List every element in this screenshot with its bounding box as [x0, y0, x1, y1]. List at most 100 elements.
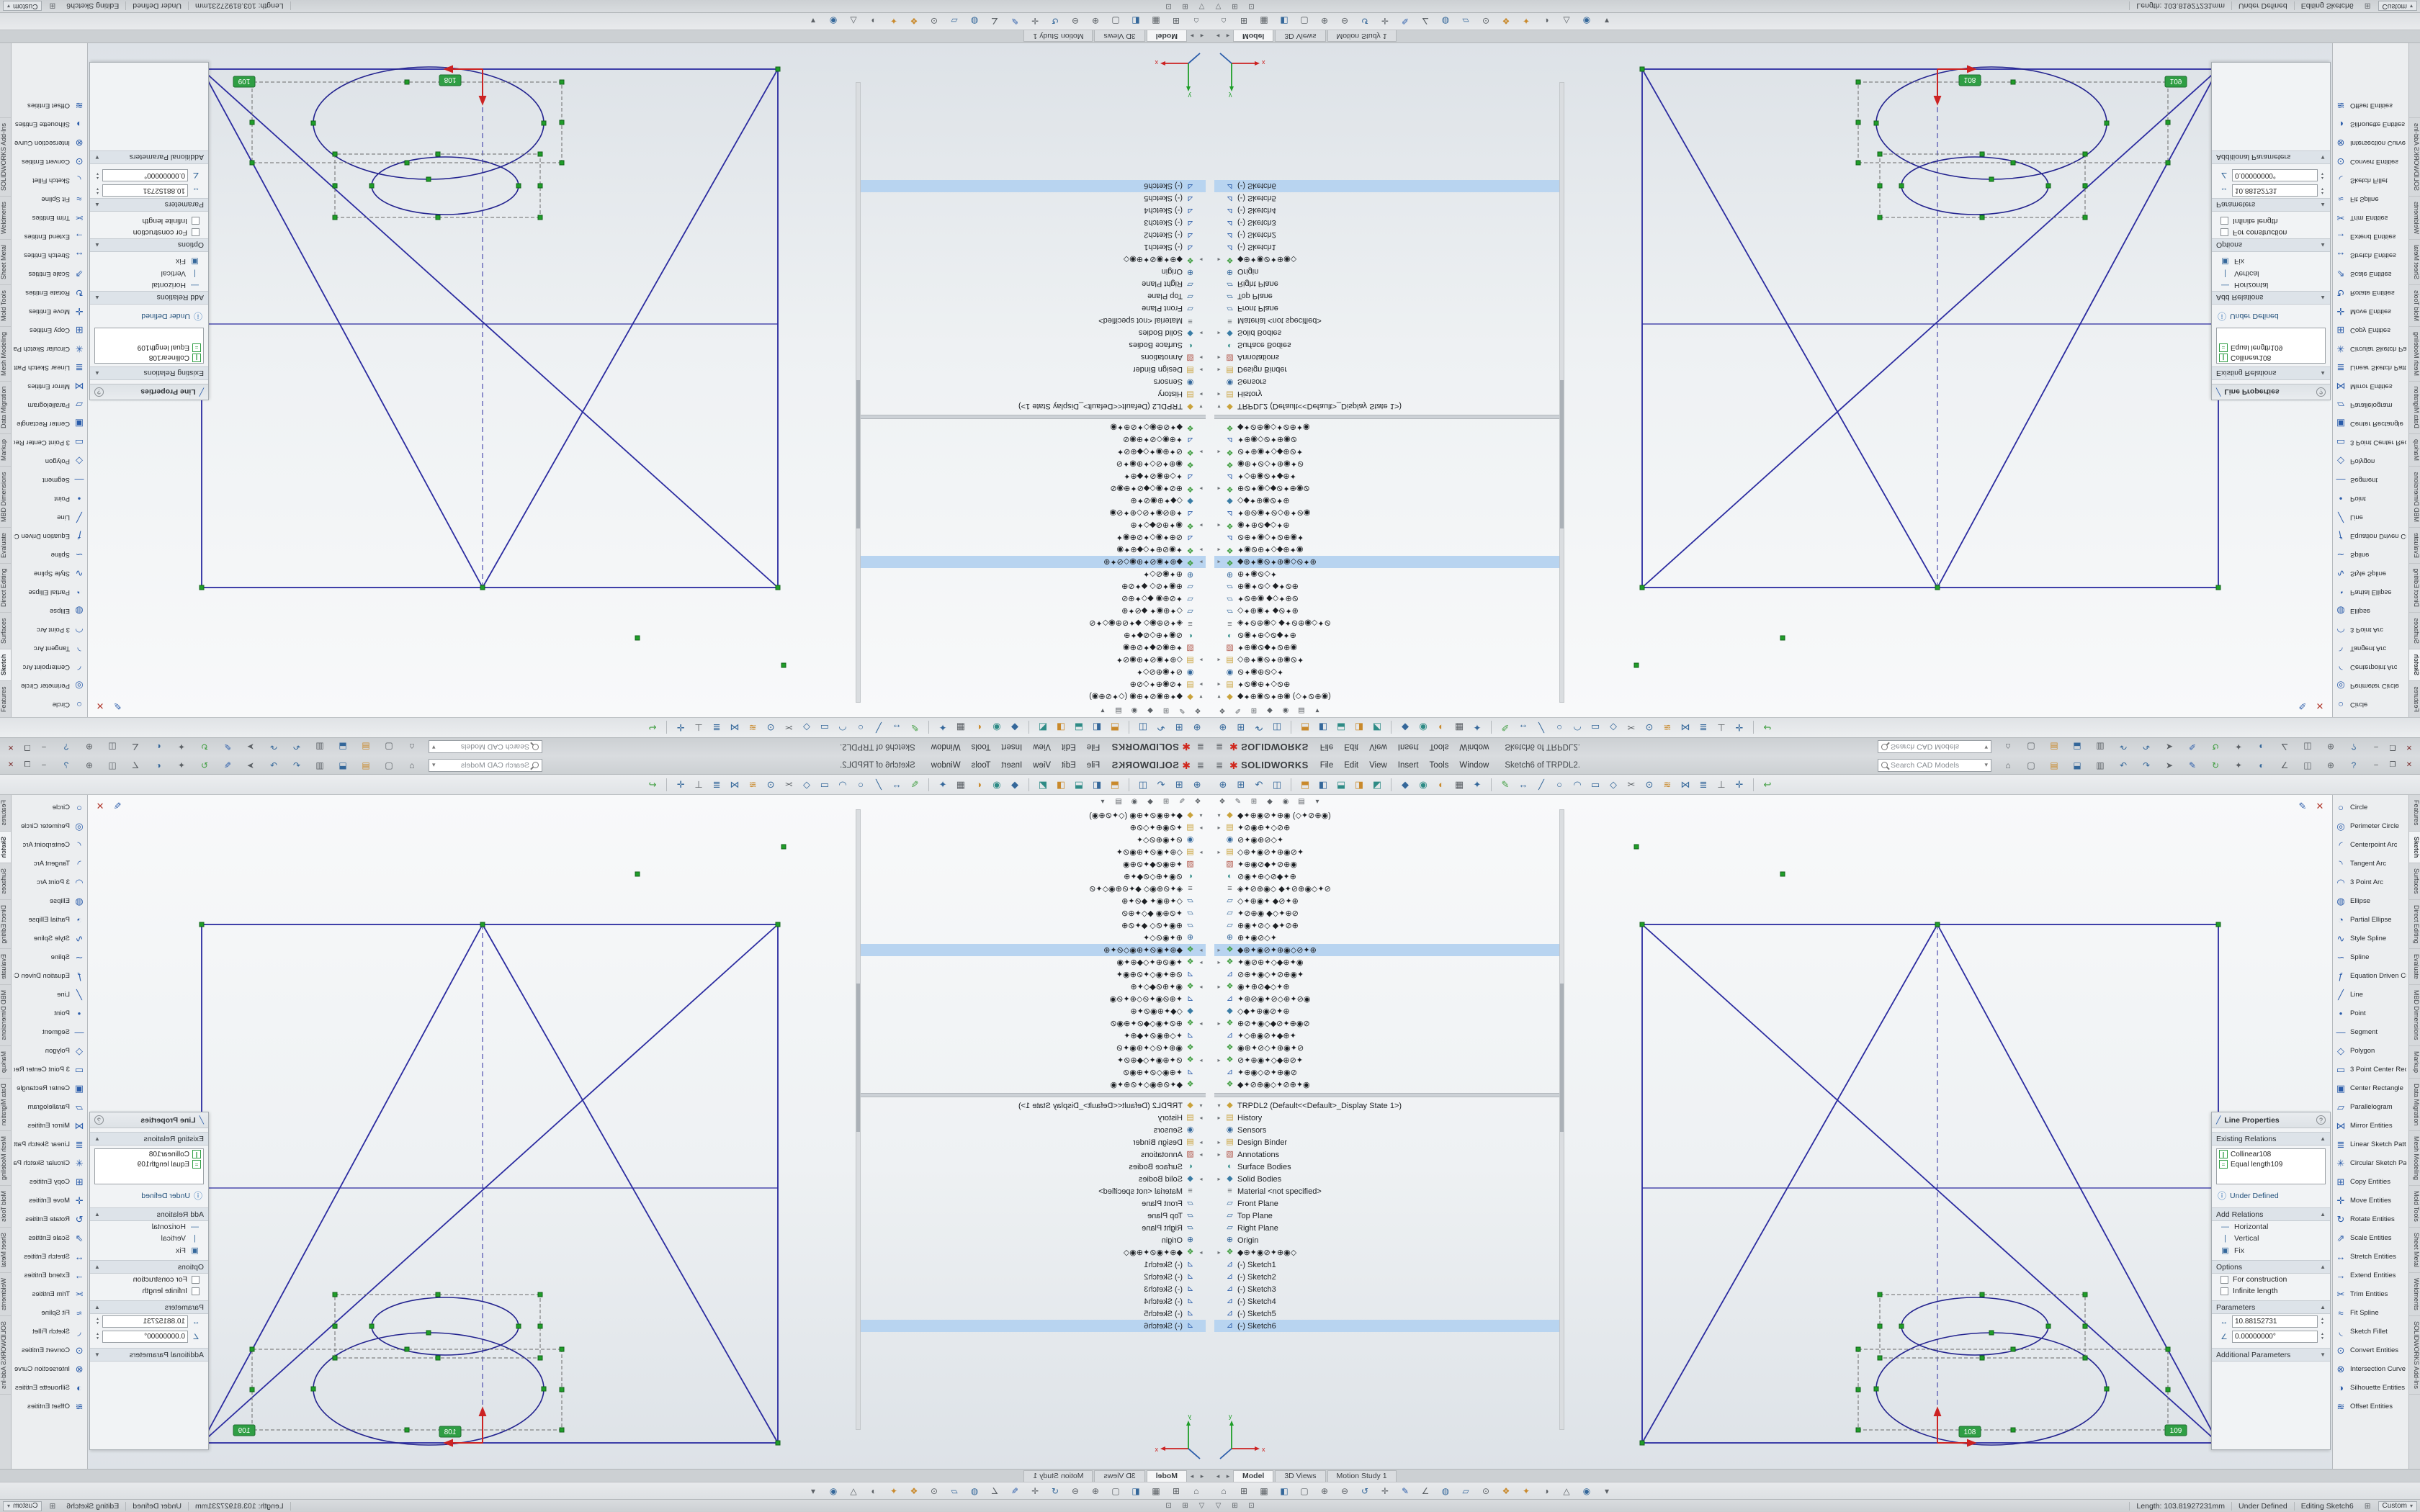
- right-view-icon[interactable]: ◨: [1056, 779, 1066, 790]
- origin-display-icon[interactable]: ⊙: [1482, 16, 1490, 27]
- menu-edit[interactable]: Edit: [1344, 742, 1359, 752]
- units-display-icon[interactable]: ⊡: [1248, 2, 1255, 11]
- sketch-tool-partial-ellipse[interactable]: ◔Partial Ellipse: [12, 583, 87, 602]
- sketch-handle[interactable]: [1877, 1292, 1883, 1297]
- sketch-tool-polygon[interactable]: ◇Polygon: [2333, 1041, 2408, 1060]
- sketch-tool-center-rectangle[interactable]: ▣Center Rectangle: [2333, 1079, 2408, 1097]
- option-for-construction[interactable]: For construction: [90, 227, 208, 238]
- sketch-cancel-icon[interactable]: ✕: [2316, 701, 2324, 712]
- relation-item[interactable]: =Equal length109: [2217, 343, 2325, 353]
- parameter-input[interactable]: 0.00000000°: [102, 169, 188, 181]
- relations-listbox[interactable]: ∥Collinear108=Equal length109: [94, 328, 204, 364]
- sketch-handle[interactable]: [1877, 1323, 1883, 1329]
- plane-display-icon[interactable]: ▱: [1462, 16, 1469, 27]
- section-add-relations[interactable]: Add Relations ▲: [2212, 291, 2330, 305]
- option-infinite-length[interactable]: Infinite length: [2212, 1285, 2330, 1297]
- tree-row[interactable]: ▱Front Plane: [856, 302, 1206, 315]
- tree-row[interactable]: ▸▤✦⊘◉⊕✦◇⊘⊕: [856, 678, 1206, 690]
- tree-scrollbar-thumb[interactable]: [1560, 983, 1564, 1133]
- sketch-mode-icon[interactable]: ✎: [1010, 16, 1019, 27]
- sketch-handle[interactable]: [2104, 120, 2110, 126]
- expander-icon[interactable]: ▸: [1199, 1115, 1203, 1121]
- checkbox[interactable]: [192, 1287, 200, 1295]
- tab-markup[interactable]: Markup: [0, 1045, 11, 1079]
- undo-icon[interactable]: ↶: [2119, 742, 2128, 752]
- maximize-button[interactable]: ❐: [2389, 761, 2396, 769]
- sketch-tool-fit-spline[interactable]: ≈Fit Spline: [2333, 190, 2408, 209]
- apply-scene-icon[interactable]: ▦: [956, 722, 966, 733]
- tree-row[interactable]: ◉⊘✦◉⊕⊘◇✦: [1214, 834, 1564, 846]
- grid-snap-icon[interactable]: ⊞: [1232, 2, 1238, 11]
- shaded-view-icon[interactable]: ◧: [1131, 1485, 1140, 1496]
- tab-sketch[interactable]: Sketch: [2409, 648, 2420, 681]
- sketch-tool-scale-entities[interactable]: ⇗Scale Entities: [2333, 1228, 2408, 1247]
- close-button[interactable]: ✕: [2406, 761, 2413, 769]
- grid-snap-icon[interactable]: ⊞: [1232, 1501, 1238, 1510]
- spinner-arrows[interactable]: ▲▼: [2321, 186, 2324, 195]
- sketch-handle[interactable]: [1780, 635, 1785, 641]
- tree-row[interactable]: ▾◆TRPDL2 (Default<<Default>_Display Stat…: [856, 1099, 1206, 1112]
- tree-row[interactable]: ⊕Origin: [1214, 266, 1564, 278]
- expander-icon[interactable]: ▸: [1217, 824, 1221, 831]
- sketch-handle[interactable]: [1979, 1292, 1985, 1297]
- sketch-handle[interactable]: [541, 1386, 547, 1392]
- tree-row[interactable]: ◐⊘◉✦⊕◇⊘◆✦⊕: [1214, 629, 1564, 642]
- sketch-handle[interactable]: [332, 1292, 338, 1297]
- sketch-tool-fit-spline[interactable]: ≈Fit Spline: [12, 190, 87, 209]
- sketch-tool-ellipse[interactable]: ◍Ellipse: [12, 891, 87, 910]
- expander-icon[interactable]: ▸: [1199, 449, 1203, 455]
- tree-row[interactable]: ▸❖⊘✦⊕◉✦◇◆⊕⊘✦: [856, 1054, 1206, 1066]
- sketch-tool-polygon[interactable]: ◇Polygon: [12, 452, 87, 471]
- tree-row[interactable]: ▸❖⊕⊘✦◉◇◆⊘✦⊕◉⊘: [856, 1017, 1206, 1030]
- sketch-tool-move-entities[interactable]: ✛Move Entities: [2333, 302, 2408, 321]
- origin-display-icon[interactable]: ⊙: [930, 16, 938, 27]
- checkbox[interactable]: [192, 1275, 200, 1284]
- home-icon[interactable]: ⌂: [2005, 760, 2011, 770]
- sketch-tool-mirror-entities[interactable]: ⋈Mirror Entities: [2333, 1116, 2408, 1135]
- linear-sketch-pattern-icon[interactable]: ≣: [1699, 779, 1708, 790]
- tree-row[interactable]: ⊿✦◇⊕◉⊘✦◆⊕✦: [1214, 470, 1564, 482]
- sketch-tool-linear-sketch-pattern[interactable]: ≣Linear Sketch Pattern: [2333, 359, 2408, 377]
- sketch-tool-style-spline[interactable]: ∿Style Spline: [12, 929, 87, 948]
- sketch-tool-parallelogram[interactable]: ▱Parallelogram: [12, 1097, 87, 1116]
- tree-row[interactable]: ◉⊘✦◉⊕⊘◇✦: [856, 834, 1206, 846]
- offset-entities-icon[interactable]: ≋: [1663, 722, 1672, 733]
- tab-sketch[interactable]: Sketch: [2409, 831, 2420, 864]
- sketch-tool-intersection-curve[interactable]: ⊗Intersection Curve: [12, 1359, 87, 1378]
- sketch-tool-centerpoint-arc[interactable]: ◜Centerpoint Arc: [12, 835, 87, 854]
- tree-row[interactable]: ▸❖◆⊕✦◉⊘✦⊕◉◇⊘✦⊕: [856, 556, 1206, 568]
- zoom-in-icon[interactable]: ⊕: [1091, 16, 1100, 27]
- sketch-handle[interactable]: [1877, 1355, 1883, 1361]
- sketch-tool-centerpoint-arc[interactable]: ◜Centerpoint Arc: [12, 658, 87, 677]
- close-button[interactable]: ✕: [7, 761, 14, 769]
- sketch-handle[interactable]: [1855, 1387, 1861, 1392]
- graphics-viewport[interactable]: 108 109 x: [1210, 795, 2332, 1469]
- tree-row[interactable]: ⊿⊘⊕✦◉◇✦⊘⊕◉✦: [856, 968, 1206, 981]
- relation-item[interactable]: ∥Collinear108: [95, 353, 203, 363]
- tab-mold-tools[interactable]: Mold Tools: [2409, 1186, 2420, 1228]
- sketch-handle[interactable]: [1877, 151, 1883, 157]
- sketch-tool-center-rectangle[interactable]: ▣Center Rectangle: [12, 1079, 87, 1097]
- expander-icon[interactable]: ▸: [1199, 1057, 1203, 1063]
- expander-icon[interactable]: ▸: [1199, 256, 1203, 263]
- sketch-tool-rotate-entities[interactable]: ↻Rotate Entities: [2333, 1210, 2408, 1228]
- expander-icon[interactable]: ▾: [1217, 1102, 1221, 1109]
- tree-row[interactable]: ▸◆Solid Bodies: [1214, 1173, 1564, 1185]
- right-view-icon[interactable]: ◨: [1056, 722, 1066, 733]
- expander-icon[interactable]: ▸: [1217, 947, 1221, 953]
- tree-row[interactable]: ▸❖◉✦⊕⊘◆◇✦⊕: [1214, 981, 1564, 993]
- section-options[interactable]: Options ▲: [90, 1260, 208, 1274]
- expander-icon[interactable]: ▸: [1199, 1139, 1203, 1146]
- sketch-handle[interactable]: [404, 160, 410, 166]
- model-home-icon[interactable]: ⌂: [1193, 1485, 1199, 1496]
- home-icon[interactable]: ⌂: [409, 760, 415, 770]
- add-relation-fix[interactable]: ▣Fix: [2212, 1244, 2330, 1256]
- add-relation-horizontal[interactable]: —Horizontal: [90, 279, 208, 291]
- expander-icon[interactable]: ▸: [1199, 849, 1203, 855]
- expander-icon[interactable]: ▸: [1217, 449, 1221, 455]
- sketch-tool-spline[interactable]: ∽Spline: [12, 948, 87, 966]
- sketch-tool-tangent-arc[interactable]: ◝Tangent Arc: [12, 639, 87, 658]
- graphics-viewport[interactable]: 108 109 x: [88, 43, 1210, 717]
- expander-icon[interactable]: ▾: [1199, 693, 1203, 700]
- tree-row[interactable]: ≡Material <not specified>: [1214, 1185, 1564, 1197]
